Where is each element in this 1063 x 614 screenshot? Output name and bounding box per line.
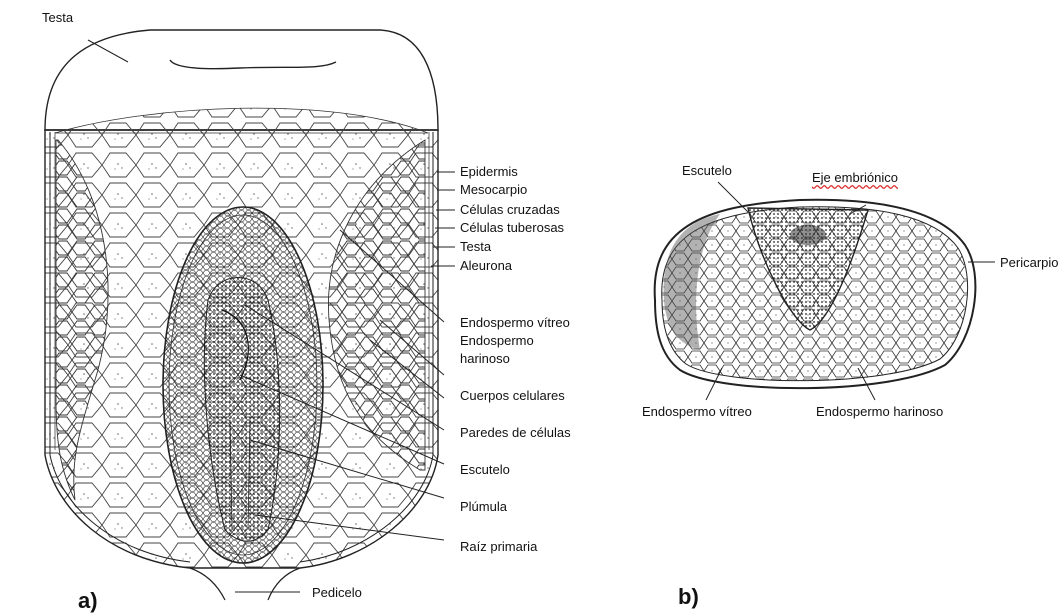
label-celulas-cruzadas: Células cruzadas bbox=[460, 202, 560, 217]
panel-letter-b: b) bbox=[678, 584, 699, 610]
label-aleurona: Aleurona bbox=[460, 258, 512, 273]
kernel-cross-section bbox=[655, 182, 995, 400]
label-endospermo-harinoso-a-2: harinoso bbox=[460, 351, 510, 366]
label-eje-embrionico: Eje embriónico bbox=[812, 170, 898, 185]
label-endospermo-vitreo-a: Endospermo vítreo bbox=[460, 315, 570, 330]
label-pedicelo: Pedicelo bbox=[312, 585, 362, 600]
pedicel bbox=[190, 568, 300, 600]
kernel-longitudinal-section bbox=[45, 30, 455, 600]
label-raiz-primaria: Raíz primaria bbox=[460, 539, 537, 554]
label-paredes-de-celulas: Paredes de células bbox=[460, 425, 571, 440]
panel-letter-a: a) bbox=[78, 588, 98, 614]
label-escutelo-b: Escutelo bbox=[682, 163, 732, 178]
label-epidermis: Epidermis bbox=[460, 164, 518, 179]
label-testa-top: Testa bbox=[42, 10, 73, 25]
label-testa: Testa bbox=[460, 239, 491, 254]
label-mesocarpio: Mesocarpio bbox=[460, 182, 527, 197]
label-celulas-tuberosas: Células tuberosas bbox=[460, 220, 564, 235]
label-endospermo-vitreo-b: Endospermo vítreo bbox=[642, 404, 752, 419]
label-cuerpos-celulares: Cuerpos celulares bbox=[460, 388, 565, 403]
label-endospermo-harinoso-b: Endospermo harinoso bbox=[816, 404, 943, 419]
label-escutelo-a: Escutelo bbox=[460, 462, 510, 477]
label-endospermo-harinoso-a-1: Endospermo bbox=[460, 333, 534, 348]
label-plumula: Plúmula bbox=[460, 499, 507, 514]
label-pericarpio: Pericarpio bbox=[1000, 255, 1059, 270]
